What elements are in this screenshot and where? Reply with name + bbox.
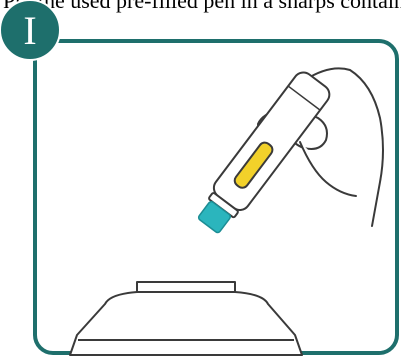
step-badge-letter: I — [23, 8, 36, 53]
step-badge: I — [0, 0, 60, 60]
